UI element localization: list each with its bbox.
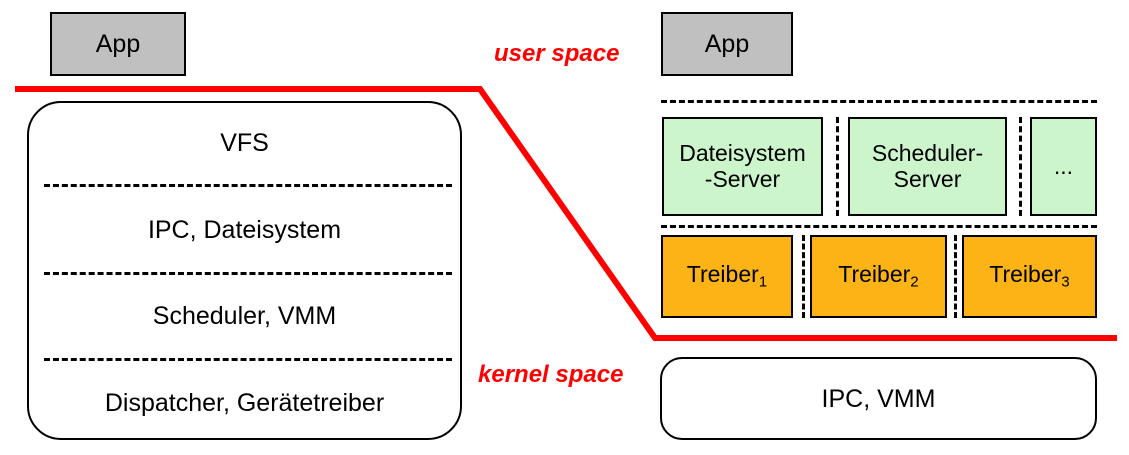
- micro-app-label: App: [704, 30, 750, 58]
- monolithic-divider-3: [44, 358, 452, 361]
- monolithic-layer-dispatcher-geraetetreiber: Dispatcher, Gerätetreiber: [27, 385, 462, 421]
- micro-server-separator-2: [1019, 117, 1022, 216]
- micro-server-dateisystem: Dateisystem -Server: [662, 117, 823, 216]
- micro-divider-middle: [661, 225, 1097, 228]
- monolithic-layer-label: Scheduler, VMM: [152, 301, 337, 330]
- micro-server-label: ...: [1053, 152, 1074, 179]
- monolithic-layer-label: Dispatcher, Gerätetreiber: [104, 388, 385, 417]
- micro-driver-index: 1: [758, 273, 768, 291]
- micro-server-ellipsis: ...: [1030, 117, 1097, 216]
- micro-driver-name: Treiber: [838, 261, 911, 288]
- micro-driver-name: Treiber: [989, 261, 1062, 288]
- user-space-label: user space: [494, 40, 620, 67]
- micro-driver-separator-1: [802, 235, 805, 318]
- micro-driver-label: Treiber3: [989, 261, 1070, 291]
- monolithic-layer-vfs: VFS: [27, 125, 462, 161]
- monolithic-divider-1: [44, 184, 452, 187]
- kernel-space-label: kernel space: [478, 361, 624, 388]
- micro-divider-top: [661, 100, 1097, 103]
- monolithic-app-box: App: [50, 12, 186, 76]
- micro-server-scheduler: Scheduler- Server: [848, 117, 1007, 216]
- micro-driver-3: Treiber3: [962, 235, 1097, 318]
- monolithic-divider-2: [44, 272, 452, 275]
- micro-driver-index: 2: [910, 273, 919, 291]
- micro-driver-label: Treiber2: [838, 261, 919, 291]
- monolithic-layer-ipc-dateisystem: IPC, Dateisystem: [27, 212, 462, 248]
- monolithic-layer-scheduler-vmm: Scheduler, VMM: [27, 298, 462, 334]
- micro-driver-separator-2: [954, 235, 957, 318]
- micro-driver-2: Treiber2: [810, 235, 947, 318]
- micro-server-label: Dateisystem -Server: [679, 139, 806, 192]
- monolithic-layer-label: VFS: [220, 128, 269, 157]
- micro-app-box: App: [661, 12, 793, 76]
- micro-server-label: Scheduler- Server: [871, 139, 984, 192]
- monolithic-app-label: App: [95, 30, 141, 58]
- micro-server-separator-1: [836, 117, 839, 216]
- micro-driver-name: Treiber: [686, 261, 759, 288]
- micro-driver-index: 3: [1061, 273, 1070, 291]
- micro-kernel-box: IPC, VMM: [660, 357, 1097, 440]
- micro-driver-label: Treiber1: [686, 261, 768, 291]
- monolithic-layer-label: IPC, Dateisystem: [147, 215, 342, 244]
- micro-driver-1: Treiber1: [661, 235, 793, 318]
- micro-kernel-label: IPC, VMM: [821, 384, 936, 413]
